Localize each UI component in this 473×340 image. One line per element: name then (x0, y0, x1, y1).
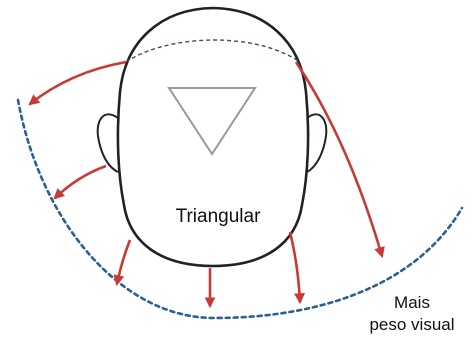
dotted-arc-icon (16, 98, 464, 320)
right-ear-icon (306, 113, 328, 173)
arrow-icon (113, 239, 132, 287)
hairline-icon (125, 39, 301, 63)
left-ear-icon (96, 113, 119, 173)
annotation-line-1: Mais (394, 293, 430, 312)
arrow-icon (294, 61, 385, 259)
head-outline-icon (116, 6, 310, 268)
triangle-shape-icon (167, 87, 257, 156)
arrow-icon (28, 60, 127, 106)
arrow-icon (53, 164, 107, 200)
head-shape-label: Triangular (176, 206, 262, 227)
annotation-line-2: peso visual (369, 315, 454, 334)
arrow-icon (288, 231, 305, 305)
